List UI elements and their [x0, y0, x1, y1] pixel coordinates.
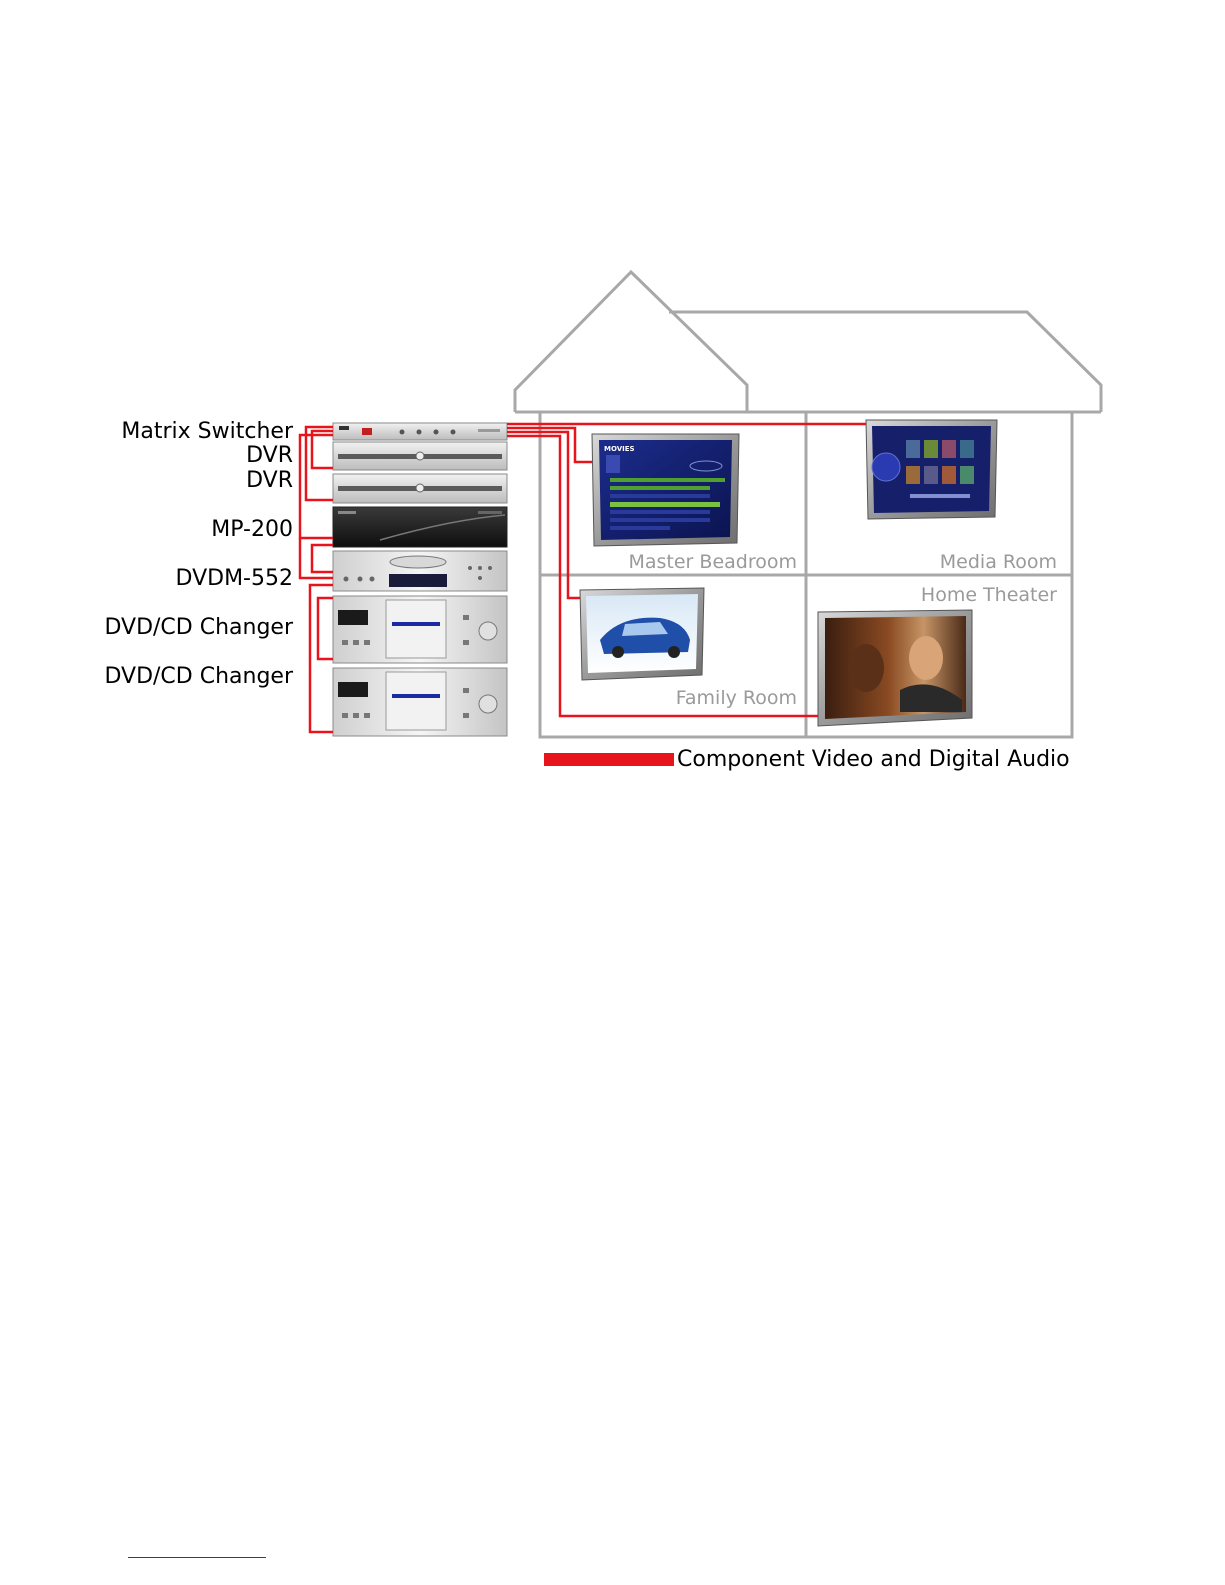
label-dvr-1: DVR — [246, 443, 293, 468]
label-home-theater: Home Theater — [921, 584, 1057, 606]
label-changer-2: DVD/CD Changer — [104, 664, 293, 689]
source-cables — [300, 427, 333, 732]
changer-unit-2 — [333, 668, 507, 736]
cable-dvr-1 — [306, 427, 333, 500]
legend-swatch — [544, 753, 674, 766]
media-room-tv — [866, 420, 997, 519]
dvdm552-unit — [333, 551, 507, 591]
family-room-tv — [580, 588, 704, 680]
matrix-switcher-unit — [333, 423, 507, 440]
home-theater-tv — [818, 610, 972, 726]
right-roof — [669, 312, 1101, 412]
cable-dvr-2 — [312, 431, 333, 468]
label-family-room: Family Room — [676, 687, 797, 709]
label-dvdm552: DVDM-552 — [176, 566, 293, 591]
label-mp200: MP-200 — [211, 517, 293, 542]
label-master-bedroom: Master Beadroom — [628, 551, 797, 573]
label-media-room: Media Room — [940, 551, 1057, 573]
mp200-unit — [333, 507, 507, 547]
changer-unit-1 — [333, 596, 507, 663]
label-matrix-switcher: Matrix Switcher — [121, 419, 294, 444]
device-labels: Matrix Switcher DVR DVR MP-200 DVDM-552 … — [104, 419, 293, 689]
legend-label: Component Video and Digital Audio — [677, 747, 1070, 772]
equipment-rack — [333, 423, 507, 736]
cable-dvdm552-a — [312, 545, 333, 572]
label-changer-1: DVD/CD Changer — [104, 615, 293, 640]
footnote-separator — [128, 1557, 266, 1558]
dvr-unit-2 — [333, 474, 507, 503]
master-bedroom-tv: MOVIES — [592, 434, 739, 546]
legend: Component Video and Digital Audio — [544, 747, 1070, 772]
label-dvr-2: DVR — [246, 468, 293, 493]
cable-to-family-room — [507, 432, 582, 598]
dvr-unit-1 — [333, 442, 507, 470]
left-gable — [515, 272, 747, 412]
movies-menu-title: MOVIES — [604, 445, 635, 453]
cable-changer-1 — [318, 598, 333, 659]
